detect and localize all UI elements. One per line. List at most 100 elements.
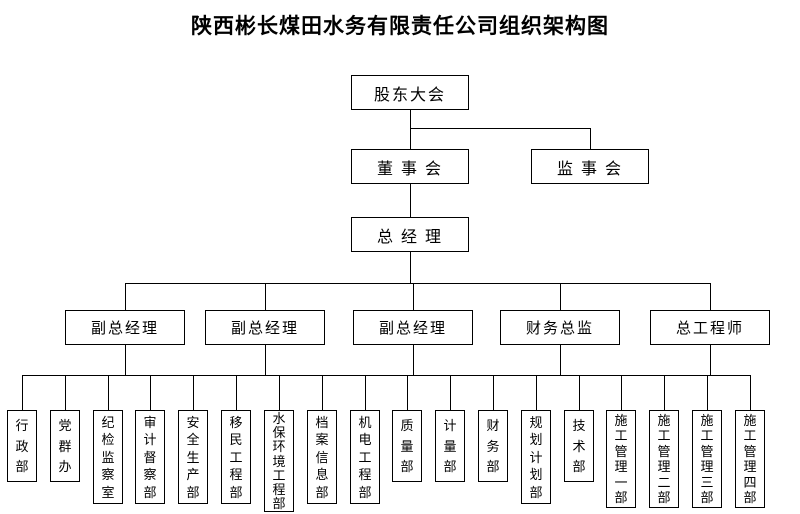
node-chief-engineer-label: 总工程师	[675, 321, 744, 337]
node-finance-director-label: 财务总监	[525, 321, 594, 337]
node-shareholders-meeting-label: 股东大会	[373, 86, 446, 104]
dept-box: 技术部	[564, 410, 594, 482]
node-general-manager: 总 经 理	[351, 217, 469, 252]
connector-line	[406, 375, 408, 410]
dept-box: 党群办	[50, 410, 80, 482]
connector-line	[449, 375, 451, 410]
line-managers-bus	[125, 283, 710, 284]
dept-box: 施工管理一部	[606, 410, 636, 508]
dept-box: 计量部	[435, 410, 465, 482]
connector-line	[559, 345, 561, 375]
line-shareholders-to-board	[410, 110, 411, 149]
node-supervisory-board: 监 事 会	[531, 149, 649, 184]
connector-line	[149, 375, 151, 410]
dept-box: 施工管理三部	[692, 410, 722, 508]
node-finance-director: 财务总监	[500, 283, 620, 375]
connector-line	[535, 375, 537, 410]
connector-line	[749, 375, 751, 410]
dept-node-mechanical-electrical: 机电工程部	[350, 375, 380, 504]
dept-node-archives-information: 档案信息部	[307, 375, 337, 504]
line-departments-bus	[22, 375, 750, 376]
connector-line	[364, 375, 366, 410]
node-chief-engineer: 总工程师	[650, 283, 770, 375]
connector-line	[412, 283, 414, 310]
dept-label: 档案信息部	[315, 414, 329, 500]
node-chief-engineer-box: 总工程师	[650, 310, 770, 345]
dept-label: 施工管理二部	[657, 412, 671, 506]
dept-node-administration: 行政部	[7, 375, 37, 482]
connector-line	[235, 375, 237, 410]
connector-line	[559, 283, 561, 310]
dept-box: 施工管理四部	[735, 410, 765, 508]
node-deputy-gm-1: 副总经理	[65, 283, 185, 375]
dept-label: 质量部	[400, 417, 414, 475]
connector-line	[620, 375, 622, 410]
dept-label: 计量部	[443, 417, 457, 475]
dept-label: 规划计划部	[529, 414, 543, 500]
dept-label: 施工管理四部	[743, 412, 757, 506]
connector-line	[192, 375, 194, 410]
connector-line	[706, 375, 708, 410]
line-drop-supervisory	[590, 128, 591, 149]
dept-box: 档案信息部	[307, 410, 337, 504]
dept-node-quality: 质量部	[392, 375, 422, 482]
dept-label: 施工管理三部	[700, 412, 714, 506]
connector-line	[124, 345, 126, 375]
dept-node-party-mass-office: 党群办	[50, 375, 80, 482]
node-deputy-gm-3-box: 副总经理	[353, 310, 473, 345]
dept-label: 行政部	[15, 417, 29, 475]
chart-title: 陕西彬长煤田水务有限责任公司组织架构图	[191, 15, 609, 38]
dept-box: 施工管理二部	[649, 410, 679, 508]
line-branch-to-supervisory	[410, 128, 590, 129]
dept-box: 审计督察部	[135, 410, 165, 504]
dept-node-construction-mgmt-4: 施工管理四部	[735, 375, 765, 508]
connector-line	[64, 375, 66, 410]
connector-line	[709, 345, 711, 375]
dept-node-construction-mgmt-2: 施工管理二部	[649, 375, 679, 508]
dept-box: 行政部	[7, 410, 37, 482]
node-deputy-gm-2: 副总经理	[205, 283, 325, 375]
dept-label: 移民工程部	[229, 414, 243, 500]
connector-line	[107, 375, 109, 410]
dept-box: 财务部	[478, 410, 508, 482]
dept-node-water-env-engineering: 水保环境工程部	[264, 375, 294, 512]
dept-box: 质量部	[392, 410, 422, 482]
node-deputy-gm-3: 副总经理	[353, 283, 473, 375]
dept-node-construction-mgmt-1: 施工管理一部	[606, 375, 636, 508]
node-board-of-directors-label: 董 事 会	[376, 160, 443, 178]
dept-label: 技术部	[572, 417, 586, 475]
dept-box: 纪检监察室	[93, 410, 123, 504]
dept-label: 党群办	[58, 417, 72, 475]
connector-line	[264, 345, 266, 375]
node-deputy-gm-3-label: 副总经理	[378, 321, 447, 337]
dept-node-migration-engineering: 移民工程部	[221, 375, 251, 504]
node-shareholders-meeting: 股东大会	[351, 75, 469, 110]
node-deputy-gm-1-label: 副总经理	[90, 321, 159, 337]
connector-line	[492, 375, 494, 410]
connector-line	[264, 283, 266, 310]
dept-node-construction-mgmt-3: 施工管理三部	[692, 375, 722, 508]
dept-node-audit-supervision: 审计督察部	[135, 375, 165, 504]
dept-box: 安全生产部	[178, 410, 208, 504]
connector-line	[578, 375, 580, 410]
node-supervisory-board-label: 监 事 会	[556, 160, 623, 178]
node-board-of-directors: 董 事 会	[351, 149, 469, 184]
line-gm-to-managers	[410, 252, 411, 283]
dept-box: 移民工程部	[221, 410, 251, 504]
dept-label: 机电工程部	[358, 414, 372, 500]
dept-box: 机电工程部	[350, 410, 380, 504]
dept-node-planning: 规划计划部	[521, 375, 551, 504]
node-deputy-gm-1-box: 副总经理	[65, 310, 185, 345]
connector-line	[663, 375, 665, 410]
dept-label: 水保环境工程部	[272, 411, 286, 511]
dept-label: 施工管理一部	[614, 412, 628, 506]
dept-node-finance: 财务部	[478, 375, 508, 482]
dept-label: 财务部	[486, 417, 500, 475]
dept-box: 规划计划部	[521, 410, 551, 504]
dept-label: 审计督察部	[143, 414, 157, 500]
dept-node-safety-production: 安全生产部	[178, 375, 208, 504]
dept-node-technology: 技术部	[564, 375, 594, 482]
line-board-to-gm	[410, 184, 411, 217]
dept-node-discipline-inspection: 纪检监察室	[93, 375, 123, 504]
